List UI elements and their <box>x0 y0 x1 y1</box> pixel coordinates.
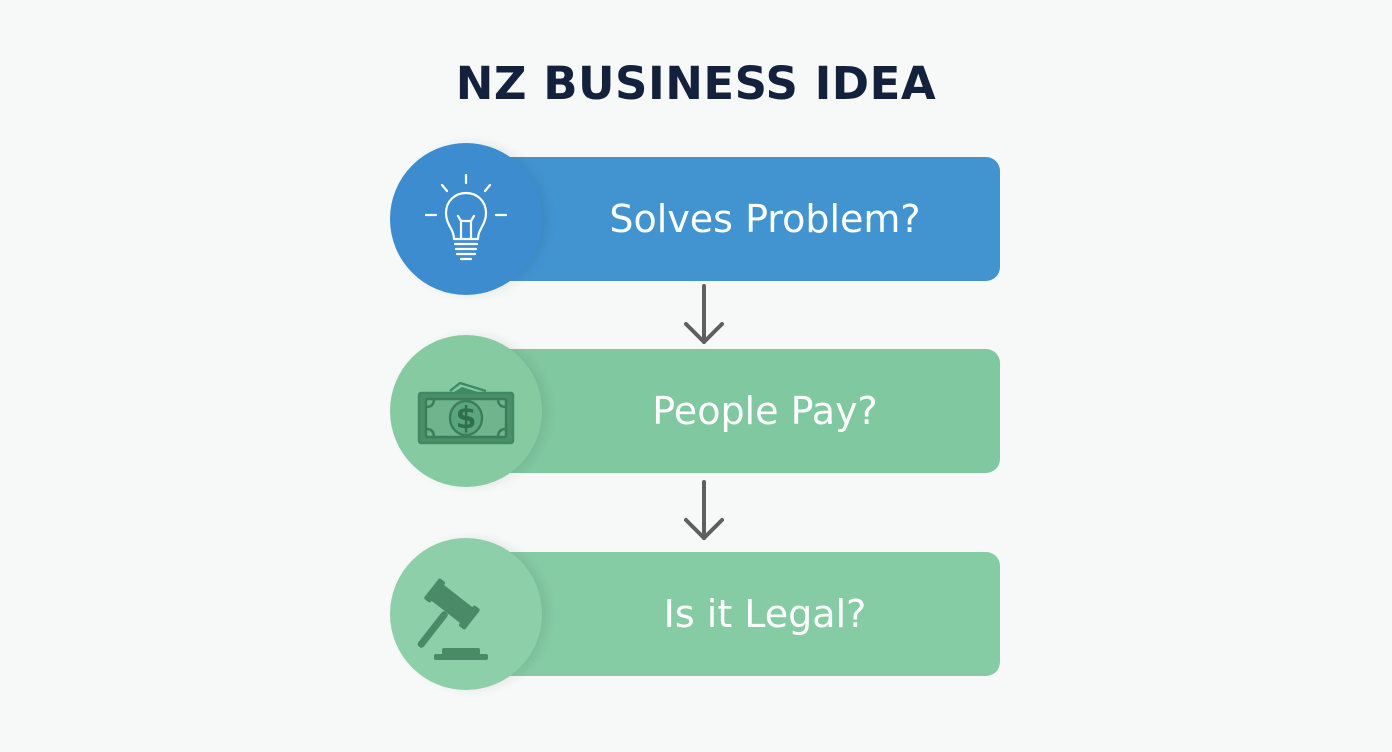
step-people-pay: $ People Pay? <box>390 335 1002 487</box>
svg-text:$: $ <box>456 401 477 436</box>
money-icon: $ <box>417 381 515 445</box>
down-arrow-icon <box>684 284 724 344</box>
step-label: Is it Legal? <box>663 592 867 636</box>
lightbulb-icon <box>424 173 508 261</box>
step-label: People Pay? <box>652 389 878 433</box>
step-solves-problem: Solves Problem? <box>390 143 1002 295</box>
step-bar <box>470 157 1000 281</box>
step-icon-circle <box>390 143 542 295</box>
diagram-title: NZ BUSINESS IDEA <box>455 57 937 110</box>
step-icon-circle <box>390 538 542 690</box>
gavel-icon <box>417 578 488 660</box>
step-bar <box>470 552 1000 676</box>
step-label: Solves Problem? <box>609 197 921 241</box>
down-arrow-icon <box>684 480 724 540</box>
step-icon-circle: $ <box>390 335 542 487</box>
step-bar <box>470 349 1000 473</box>
step-is-it-legal: Is it Legal? <box>390 538 1002 690</box>
